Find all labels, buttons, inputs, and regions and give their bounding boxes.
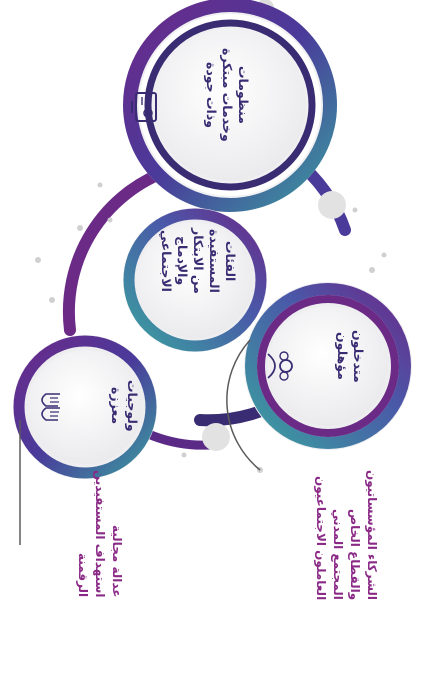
people-icon [267,351,293,381]
node-left [13,335,157,479]
node-right [244,282,412,450]
label-right: متدخلون مؤهلون [335,330,366,383]
caption-bottom-left: عدالة مجالية استهداف المستفيدين الرقمنة [76,470,124,598]
caption-brackets [19,339,261,545]
gear-screen-icon [131,92,157,122]
hands-icon [41,393,60,421]
label-left: ولوجيات معززة [109,380,140,432]
label-top: منظومات وخدمات مبتكرة وذات جودة [204,48,251,142]
node-center [123,208,267,352]
node-top [123,0,337,212]
label-center: الفئات المستفيدة من الابتكار والإدماج ال… [159,228,238,294]
caption-bottom-right: الشركاء المؤسساتيون والقطاع الخاص المجتم… [314,470,379,600]
